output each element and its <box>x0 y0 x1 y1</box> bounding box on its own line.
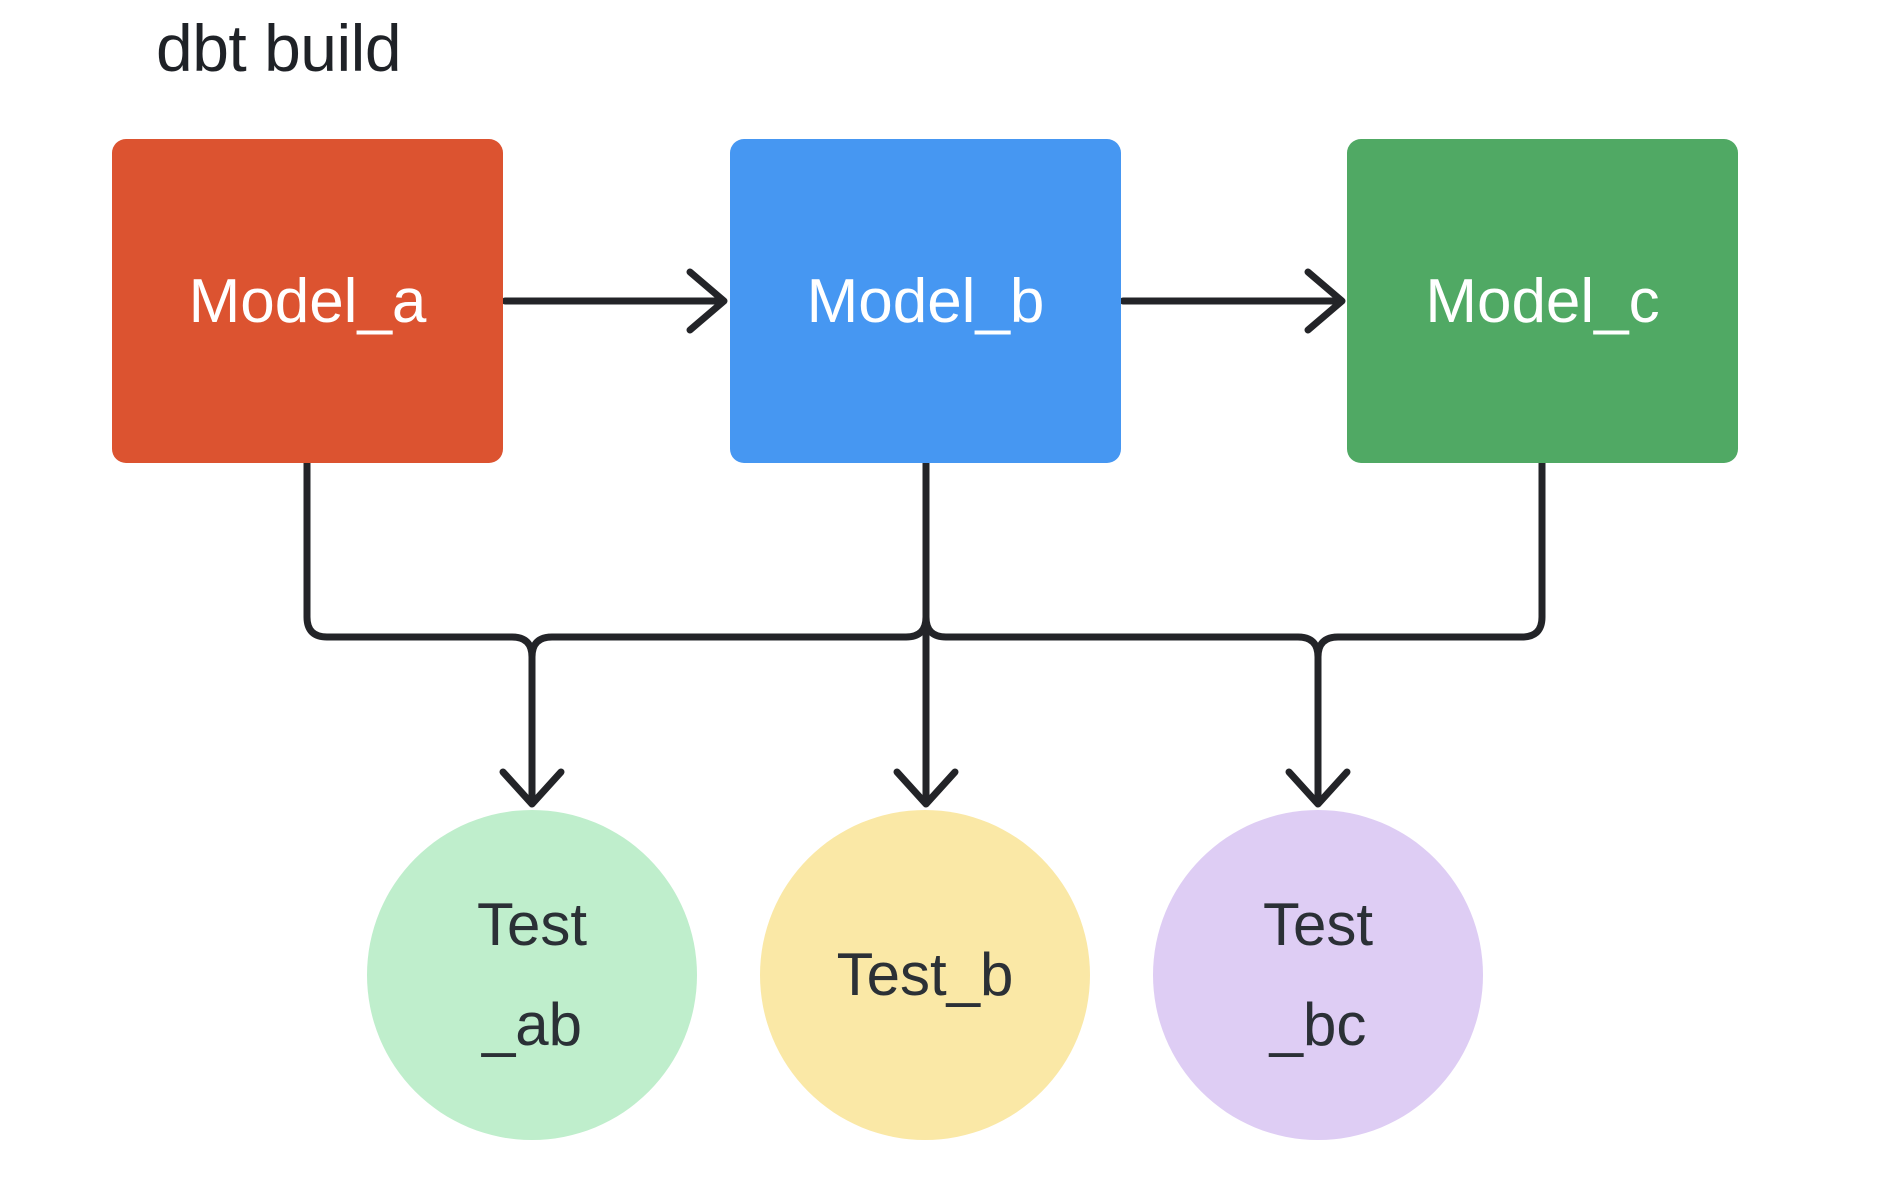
node-test-ab-label-line-1: Test <box>476 891 588 958</box>
node-test-bc-label-line-1: Test <box>1262 891 1374 958</box>
node-test-bc: Test _bc <box>1153 810 1483 1140</box>
node-model-a: Model_a <box>112 139 503 463</box>
arrowhead-test-bc <box>1285 768 1351 808</box>
node-test-b-label: Test_b <box>836 941 1014 1008</box>
node-model-c-label: Model_c <box>1425 266 1660 336</box>
arrowhead-test-ab <box>499 768 565 808</box>
arrowhead-model-c <box>1304 268 1346 334</box>
node-model-a-label: Model_a <box>188 266 427 336</box>
node-model-b-label: Model_b <box>806 266 1045 336</box>
node-test-ab: Test _ab <box>367 810 697 1140</box>
edge-model-b-to-test-bc <box>922 459 1322 806</box>
arrowhead-test-b <box>893 768 959 808</box>
node-model-b: Model_b <box>730 139 1121 463</box>
node-model-c: Model_c <box>1347 139 1738 463</box>
diagram-title: dbt build <box>156 11 402 85</box>
node-test-b: Test_b <box>760 810 1090 1140</box>
node-test-bc-label-line-2: _bc <box>1269 991 1367 1058</box>
edge-model-a-to-test-ab <box>303 459 536 806</box>
edge-model-b-to-test-ab <box>528 459 930 806</box>
arrowhead-model-b <box>686 268 728 334</box>
node-test-ab-label-line-2: _ab <box>481 991 583 1058</box>
edge-model-c-to-test-bc <box>1314 459 1546 806</box>
